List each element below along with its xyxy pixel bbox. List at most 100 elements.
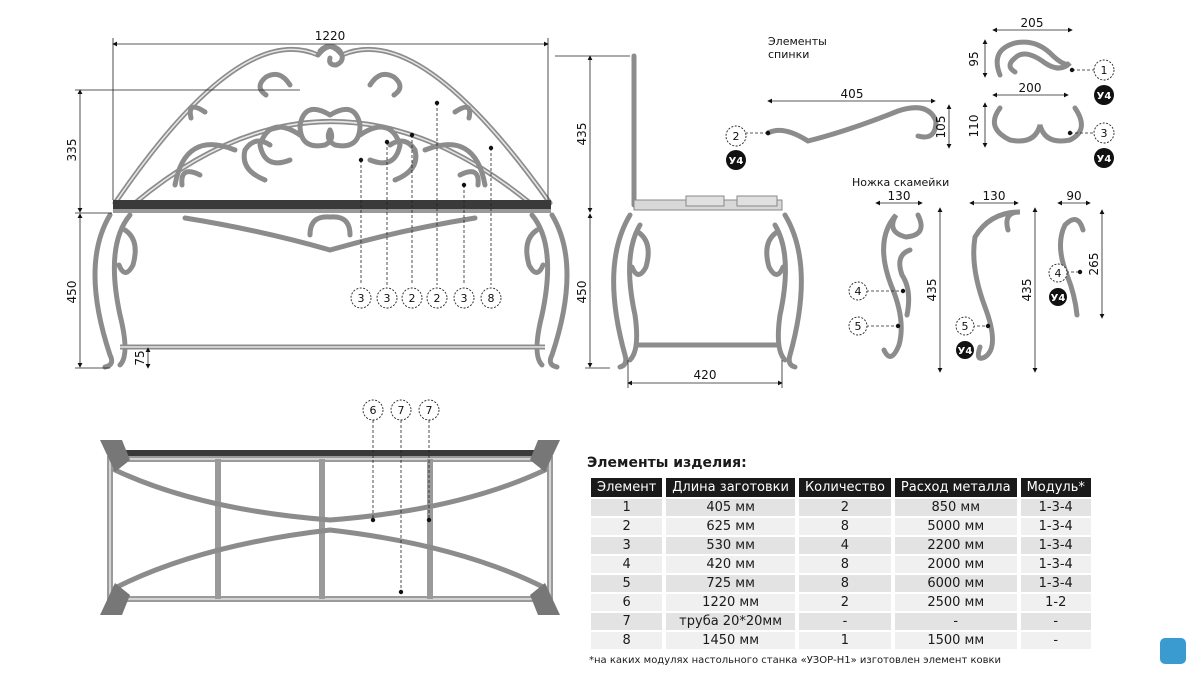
table-header-cell: Расход металла <box>894 478 1017 497</box>
dim-e3-width: 200 <box>1019 81 1042 95</box>
dim-leg5-height: 435 <box>1020 279 1034 302</box>
svg-text:7: 7 <box>398 404 405 417</box>
dim-leg4-width: 130 <box>888 189 911 203</box>
table-cell: 3 <box>591 537 663 554</box>
table-cell: 1-3-4 <box>1020 556 1091 573</box>
dim-e1-width: 205 <box>1021 16 1044 30</box>
table-header-cell: Количество <box>798 478 891 497</box>
module-badge-e2: У4 <box>726 150 746 170</box>
table-cell: 6 <box>591 594 663 611</box>
front-view <box>92 43 570 370</box>
table-cell: 2200 мм <box>894 537 1017 554</box>
table-cell: 1500 мм <box>894 632 1017 649</box>
dim-legsmall-height: 265 <box>1087 253 1101 276</box>
table-cell: 1220 мм <box>666 594 795 611</box>
svg-text:4: 4 <box>855 285 862 298</box>
table-cell: 625 мм <box>666 518 795 535</box>
svg-text:2: 2 <box>733 130 740 143</box>
table-cell: 8 <box>798 518 891 535</box>
module-badge-e3: У4 <box>1094 148 1114 168</box>
table-cell: 7 <box>591 613 663 630</box>
table-cell: 8 <box>798 556 891 573</box>
table-cell: 1-3-4 <box>1020 575 1091 592</box>
svg-text:7: 7 <box>426 404 433 417</box>
top-view: 6 7 7 <box>100 399 560 615</box>
dim-leg-height-front: 450 <box>65 281 79 304</box>
table-cell: 4 <box>798 537 891 554</box>
side-view: 420 <box>611 53 804 388</box>
dim-e2-width: 405 <box>841 87 864 101</box>
module-badge-e1: У4 <box>1094 85 1114 105</box>
svg-text:У4: У4 <box>729 156 744 167</box>
table-cell: 5000 мм <box>894 518 1017 535</box>
table-cell: - <box>1020 632 1091 649</box>
dim-e1-height: 95 <box>967 51 981 66</box>
callout-front-4: 2 <box>426 287 448 309</box>
table-cell: 1-3-4 <box>1020 518 1091 535</box>
svg-text:У4: У4 <box>958 346 973 357</box>
footnote: *на каких модулях настольного станка «УЗ… <box>589 655 1002 666</box>
svg-text:5: 5 <box>855 320 862 333</box>
dim-leg-height-side: 450 <box>575 281 589 304</box>
table-cell: 1-3-4 <box>1020 537 1091 554</box>
dim-total-height: 435 <box>575 123 589 146</box>
back-elements-title-2: спинки <box>768 48 809 61</box>
table-cell: - <box>894 613 1017 630</box>
callout-e2: 2 <box>725 125 747 147</box>
callout-legsmall: 4 <box>1048 263 1068 283</box>
table-cell: 1 <box>798 632 891 649</box>
table-cell: 2000 мм <box>894 556 1017 573</box>
table-header-cell: Длина заготовки <box>666 478 795 497</box>
leg-elements: Ножка скамейки 130 435 4 5 130 435 5 У4 … <box>848 176 1105 373</box>
dim-legsmall-width: 90 <box>1066 189 1081 203</box>
table-cell: 2 <box>798 499 891 516</box>
svg-text:8: 8 <box>488 292 495 305</box>
svg-text:У4: У4 <box>1051 293 1066 304</box>
svg-text:3: 3 <box>461 292 468 305</box>
callout-top-1: 6 <box>362 399 384 421</box>
table-header-cell: Модуль* <box>1020 478 1091 497</box>
front-callouts: 3 3 2 2 3 8 <box>350 100 502 309</box>
callout-front-5: 3 <box>453 287 475 309</box>
callout-front-2: 3 <box>376 287 398 309</box>
svg-text:У4: У4 <box>1097 154 1112 165</box>
svg-text:2: 2 <box>434 292 441 305</box>
svg-text:3: 3 <box>358 292 365 305</box>
dim-e2-height: 105 <box>934 116 948 139</box>
table-title: Элементы изделия: <box>587 455 747 471</box>
back-elements: Элементы спинки 405 105 2 У4 205 95 1 У4… <box>725 16 1115 170</box>
table-cell: 420 мм <box>666 556 795 573</box>
callout-front-1: 3 <box>350 287 372 309</box>
table-cell: 8 <box>798 575 891 592</box>
table-cell: 1-3-4 <box>1020 499 1091 516</box>
table-cell: 2 <box>591 518 663 535</box>
dim-leg4-height: 435 <box>925 279 939 302</box>
table-cell: 725 мм <box>666 575 795 592</box>
module-badge-legsmall: У4 <box>1049 288 1067 306</box>
table-cell: 405 мм <box>666 499 795 516</box>
table-cell: 530 мм <box>666 537 795 554</box>
dim-leg5-width: 130 <box>983 189 1006 203</box>
dim-front-width: 1220 <box>315 29 346 43</box>
callout-top-2: 7 <box>390 399 412 421</box>
dim-bar-height: 75 <box>133 350 147 365</box>
svg-text:4: 4 <box>1055 267 1062 280</box>
table-cell: 1 <box>591 499 663 516</box>
callout-front-6: 8 <box>480 287 502 309</box>
callout-leg4: 4 <box>848 281 868 301</box>
svg-text:3: 3 <box>384 292 391 305</box>
dim-e3-height: 110 <box>967 115 981 138</box>
leg-title: Ножка скамейки <box>852 176 949 189</box>
table-cell: 4 <box>591 556 663 573</box>
dim-seat-depth: 420 <box>694 368 717 382</box>
